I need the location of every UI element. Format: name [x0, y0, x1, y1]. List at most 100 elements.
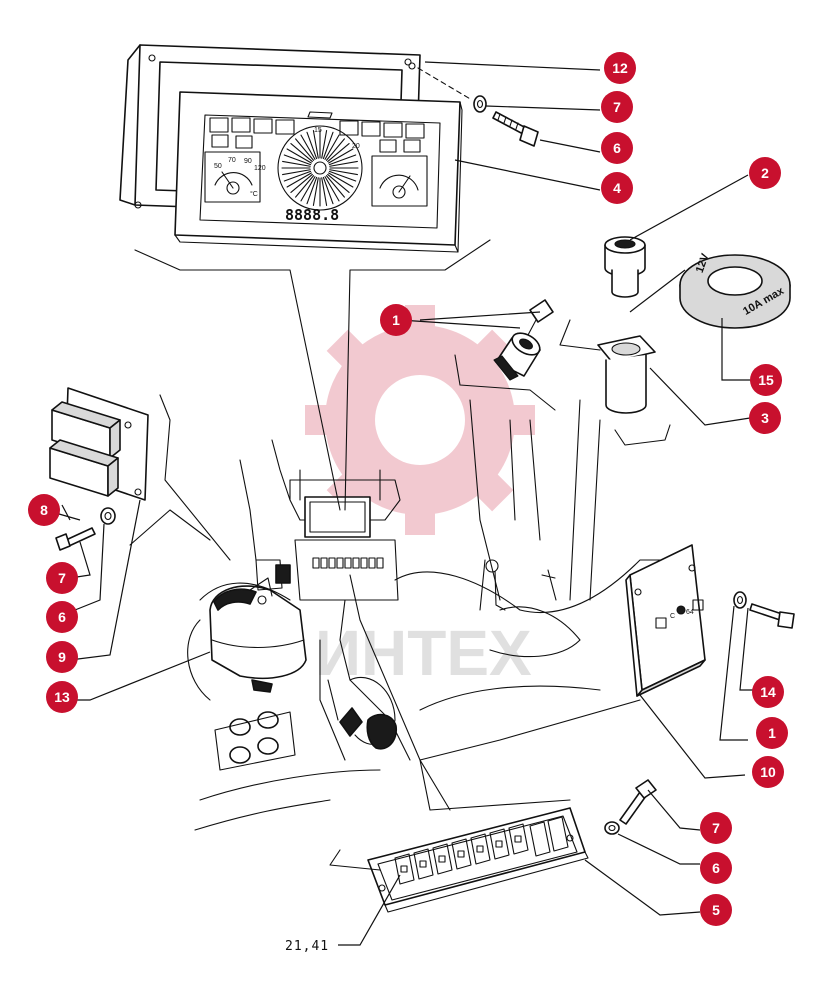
svg-text:70: 70: [228, 157, 236, 164]
tach-ray: [283, 170, 312, 182]
tach-ray: [300, 176, 316, 202]
tach-ray: [295, 138, 315, 161]
svg-text:20: 20: [352, 143, 360, 150]
switch-panel: [367, 807, 589, 913]
tach-ray: [286, 148, 312, 164]
tach-ray: [322, 131, 334, 160]
temperature-gauge: 50 70 90 120 °C: [204, 151, 266, 203]
svg-text:15: 15: [314, 127, 322, 134]
tach-ray: [328, 154, 357, 166]
tach-ray: [321, 177, 328, 206]
control-module-lower: [49, 439, 119, 497]
tach-ray: [322, 176, 334, 205]
cab-interior-sketch: [187, 399, 661, 831]
panel-washer: [604, 821, 620, 835]
svg-text:5: 5: [712, 902, 720, 918]
svg-text:12: 12: [612, 60, 628, 76]
svg-text:15: 15: [758, 372, 774, 388]
odometer-display: 8888.8: [285, 206, 339, 224]
callout-4: 4: [601, 172, 633, 204]
callout-3: 3: [749, 402, 781, 434]
control-module-upper: [51, 401, 121, 459]
floor-pedal-pads: [214, 711, 296, 771]
svg-text:2: 2: [761, 165, 769, 181]
callout-1b: 1: [756, 717, 788, 749]
tach-ray: [300, 134, 316, 160]
svg-text:1: 1: [768, 725, 776, 741]
tachometer: 15 20: [277, 125, 363, 211]
power-socket-plug: [604, 236, 646, 298]
tach-ray: [306, 176, 318, 205]
rocker-switch-symbol: [457, 850, 465, 858]
tach-ray: [290, 143, 313, 163]
svg-text:50: 50: [214, 163, 222, 170]
left-washer: [100, 507, 116, 525]
rocker-switch: [489, 828, 510, 860]
instrument-cluster: 50 70 90 120 °C 15 20 8888.8: [174, 91, 463, 253]
rocker-switch-symbol: [476, 845, 484, 853]
tach-ray: [286, 172, 312, 188]
svg-text:7: 7: [613, 99, 621, 115]
svg-text:13: 13: [54, 689, 70, 705]
console-switch: [320, 557, 328, 569]
rocker-switch-symbol: [438, 855, 446, 863]
svg-text:120: 120: [254, 165, 266, 172]
console-switch: [376, 557, 384, 569]
projection-lines: [129, 239, 671, 871]
tach-ray: [325, 138, 345, 161]
console-switch: [360, 557, 368, 569]
console-switch: [352, 557, 360, 569]
tach-ray: [312, 130, 319, 159]
tach-ray: [312, 177, 319, 206]
svg-text:4: 4: [613, 180, 621, 196]
svg-text:7: 7: [58, 570, 66, 586]
svg-text:14: 14: [760, 684, 776, 700]
tach-ray: [328, 148, 354, 164]
callout-13: 13: [46, 681, 78, 713]
callout-15: 15: [750, 364, 782, 396]
tach-ray: [324, 134, 340, 160]
tach-ray: [290, 173, 313, 193]
svg-text:C: C: [670, 613, 675, 620]
callout-8: 8: [28, 494, 60, 526]
callout-1a: 1: [380, 304, 412, 336]
warning-lamps-row: [209, 111, 425, 153]
tach-ray: [329, 160, 358, 167]
tach-ray: [329, 169, 358, 176]
tach-ray: [295, 175, 315, 198]
callout-6c: 6: [700, 852, 732, 884]
rocker-switch-row: [394, 816, 569, 885]
svg-text:10: 10: [760, 764, 776, 780]
svg-text:90: 90: [244, 158, 252, 165]
tach-ray: [306, 131, 318, 160]
relay-screw: [749, 603, 795, 629]
tach-ray: [283, 154, 312, 166]
tach-ray: [282, 160, 311, 167]
svg-text:1: 1: [392, 312, 400, 328]
console-switch: [328, 557, 336, 569]
callout-14: 14: [752, 676, 784, 708]
rocker-switch: [508, 823, 529, 855]
svg-text:3: 3: [761, 410, 769, 426]
svg-text:6: 6: [58, 609, 66, 625]
double-rocker-switch: [547, 816, 569, 852]
rocker-switch-symbol: [400, 865, 408, 873]
callout-12: 12: [604, 52, 636, 84]
armrest-console: [209, 577, 307, 693]
tach-ray: [327, 143, 350, 163]
rocker-switch-symbol: [419, 860, 427, 868]
callout-6b: 6: [46, 601, 78, 633]
dash-screw: [492, 111, 539, 147]
svg-text:9: 9: [58, 649, 66, 665]
console-switch: [312, 557, 320, 569]
tach-ray: [327, 173, 350, 193]
console-switch: [368, 557, 376, 569]
callout-2: 2: [749, 157, 781, 189]
panel-screw: [619, 779, 657, 825]
socket-housing: [597, 335, 656, 414]
svg-text:7: 7: [712, 820, 720, 836]
fuel-gauge: [371, 155, 428, 207]
relay-washer: [733, 591, 747, 609]
relay-module: C 64: [625, 544, 706, 697]
